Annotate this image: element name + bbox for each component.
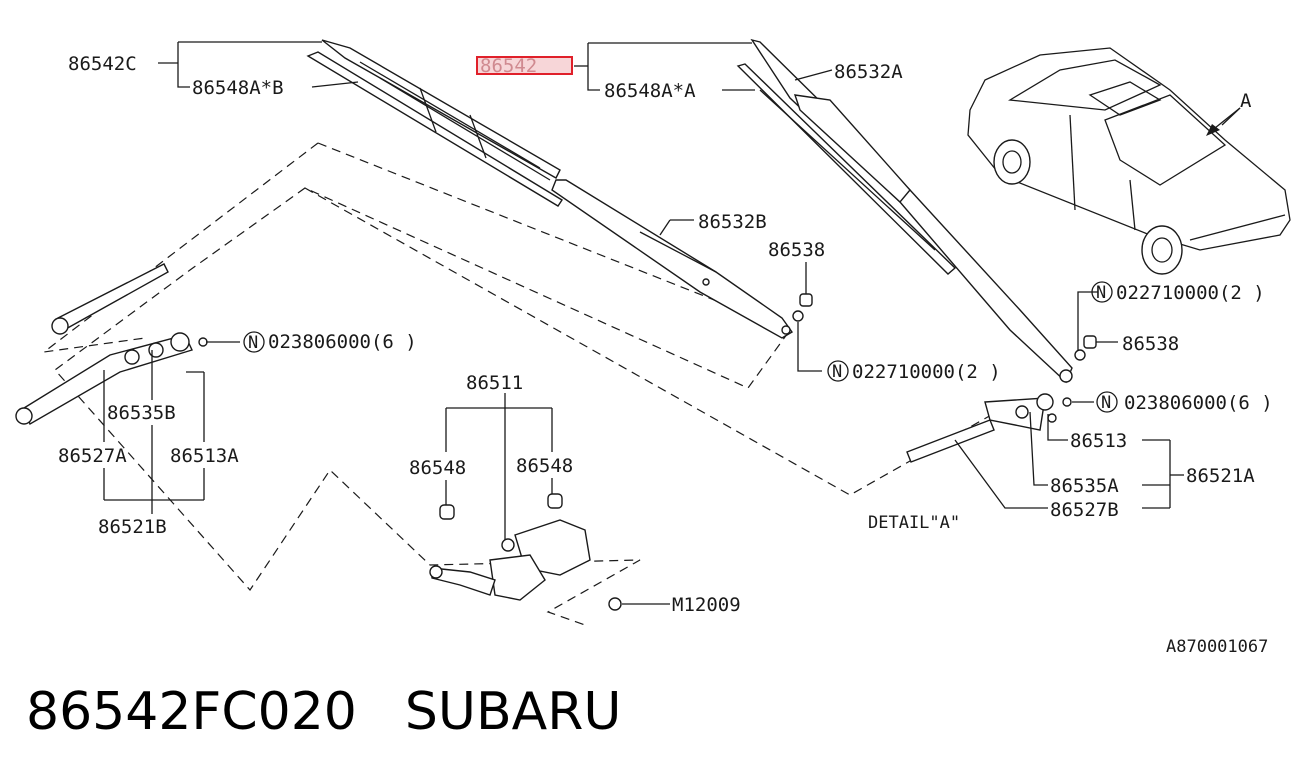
footer-caption: 86542FC020 SUBARU	[26, 682, 669, 742]
label-86513[interactable]: 86513	[1070, 430, 1127, 452]
wiper-arm-right	[750, 38, 1073, 384]
label-86535b[interactable]: 86535B	[107, 402, 176, 424]
label-detail-a: DETAIL"A"	[868, 513, 960, 533]
label-86513a[interactable]: 86513A	[170, 445, 239, 467]
label-86532b[interactable]: 86532B	[698, 211, 767, 233]
left-linkage-assembly	[15, 263, 208, 426]
label-86538-right[interactable]: 86538	[1122, 333, 1179, 355]
label-washer-mid[interactable]: 022710000(2 )	[852, 361, 1001, 383]
label-86527a[interactable]: 86527A	[58, 445, 127, 467]
n-symbol-text: N	[248, 333, 258, 353]
wiper-motor-assembly	[429, 493, 622, 611]
wiper-blade-left	[306, 39, 563, 207]
footer-part-number: 86542FC020	[26, 682, 357, 742]
label-washer-right[interactable]: 022710000(2 )	[1116, 282, 1265, 304]
label-86532a[interactable]: 86532A	[834, 61, 903, 83]
label-86511[interactable]: 86511	[466, 372, 523, 394]
n-symbols: N N N N	[243, 281, 1118, 413]
label-nut-left[interactable]: 023806000(6 )	[268, 331, 417, 353]
wiper-arm-left	[551, 179, 794, 339]
label-86538-left[interactable]: 86538	[768, 239, 825, 261]
n-symbol-text: N	[832, 362, 842, 382]
fasteners	[792, 293, 1097, 361]
label-86548a-a[interactable]: 86548A*A	[604, 80, 696, 102]
n-symbol-text: N	[1096, 283, 1106, 303]
part-highlight[interactable]	[476, 56, 573, 75]
footer-brand: SUBARU	[404, 682, 622, 742]
label-86542-highlighted[interactable]: 86542	[480, 55, 537, 77]
label-86521b[interactable]: 86521B	[98, 516, 167, 538]
label-nut-right[interactable]: 023806000(6 )	[1124, 392, 1273, 414]
label-86548a-b[interactable]: 86548A*B	[192, 77, 284, 99]
wiper-blade-right	[736, 63, 957, 275]
detail-a-assembly	[906, 393, 1072, 463]
label-86521a[interactable]: 86521A	[1186, 465, 1255, 487]
label-86542c[interactable]: 86542C	[68, 53, 137, 75]
label-m12009[interactable]: M12009	[672, 594, 741, 616]
n-symbol-text: N	[1101, 393, 1111, 413]
label-86548-left[interactable]: 86548	[409, 457, 466, 479]
label-86535a[interactable]: 86535A	[1050, 475, 1119, 497]
part-labels: 86542C 86548A*B 86542 86548A*A 86532A A …	[58, 53, 1273, 657]
car-outline	[967, 47, 1291, 275]
label-car-a: A	[1240, 90, 1252, 112]
label-86548-right[interactable]: 86548	[516, 455, 573, 477]
leader-lines	[103, 41, 1241, 605]
label-86527b[interactable]: 86527B	[1050, 499, 1119, 521]
figure-code: A870001067	[1166, 637, 1268, 657]
